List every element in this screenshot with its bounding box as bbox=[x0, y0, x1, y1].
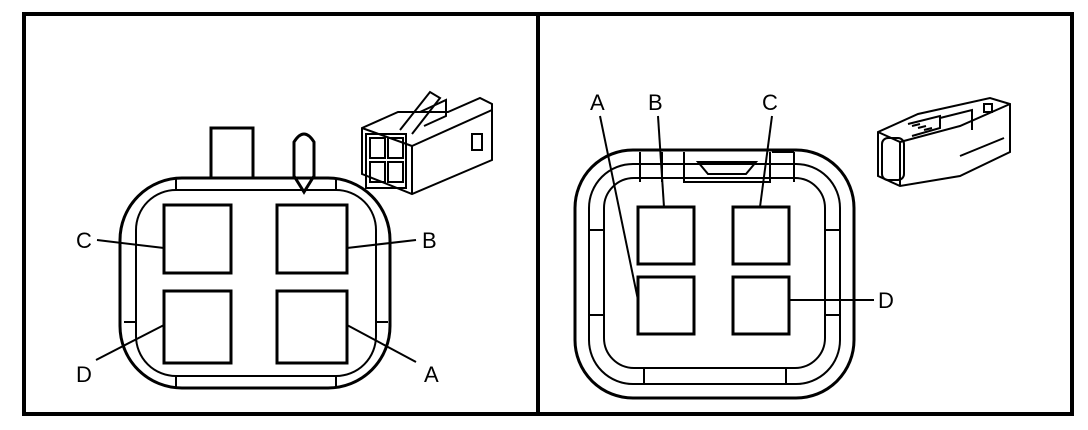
right-key-slot bbox=[683, 152, 771, 183]
right-label-c: C bbox=[762, 90, 778, 115]
left-cavity-c bbox=[162, 203, 233, 275]
right-label-d: D bbox=[878, 288, 894, 313]
left-label-c: C bbox=[76, 228, 92, 253]
left-connector-face bbox=[135, 189, 377, 377]
right-leader-c bbox=[759, 115, 773, 208]
left-leader-a bbox=[346, 324, 417, 363]
left-panel: C B D A bbox=[76, 90, 493, 390]
right-cavity-d bbox=[731, 275, 791, 336]
right-cavity-a bbox=[636, 275, 696, 336]
left-connector-body bbox=[118, 176, 392, 390]
right-connector-body bbox=[573, 148, 856, 400]
right-connector-isometric-icon bbox=[877, 96, 1011, 188]
right-cavity-b bbox=[636, 205, 696, 266]
right-connector-inner-wall bbox=[588, 163, 841, 385]
left-leader-d bbox=[95, 324, 165, 361]
outer-frame bbox=[22, 12, 1074, 416]
right-connector-face bbox=[603, 177, 826, 369]
right-label-a: A bbox=[590, 90, 605, 115]
right-leader-a bbox=[599, 115, 639, 301]
left-key-tab bbox=[292, 132, 316, 195]
left-leader-c bbox=[96, 239, 165, 249]
left-leader-b bbox=[346, 239, 417, 249]
left-cavity-b bbox=[275, 203, 349, 275]
left-label-a: A bbox=[424, 362, 439, 387]
left-cavity-d bbox=[162, 289, 233, 365]
left-label-d: D bbox=[76, 362, 92, 387]
right-panel: A B C D bbox=[573, 90, 1011, 400]
left-latch-tab bbox=[209, 126, 255, 178]
left-cavity-a bbox=[275, 289, 349, 365]
right-label-b: B bbox=[648, 90, 663, 115]
right-leader-b bbox=[657, 115, 665, 208]
left-label-b: B bbox=[422, 228, 437, 253]
left-connector-isometric-icon bbox=[361, 90, 493, 196]
